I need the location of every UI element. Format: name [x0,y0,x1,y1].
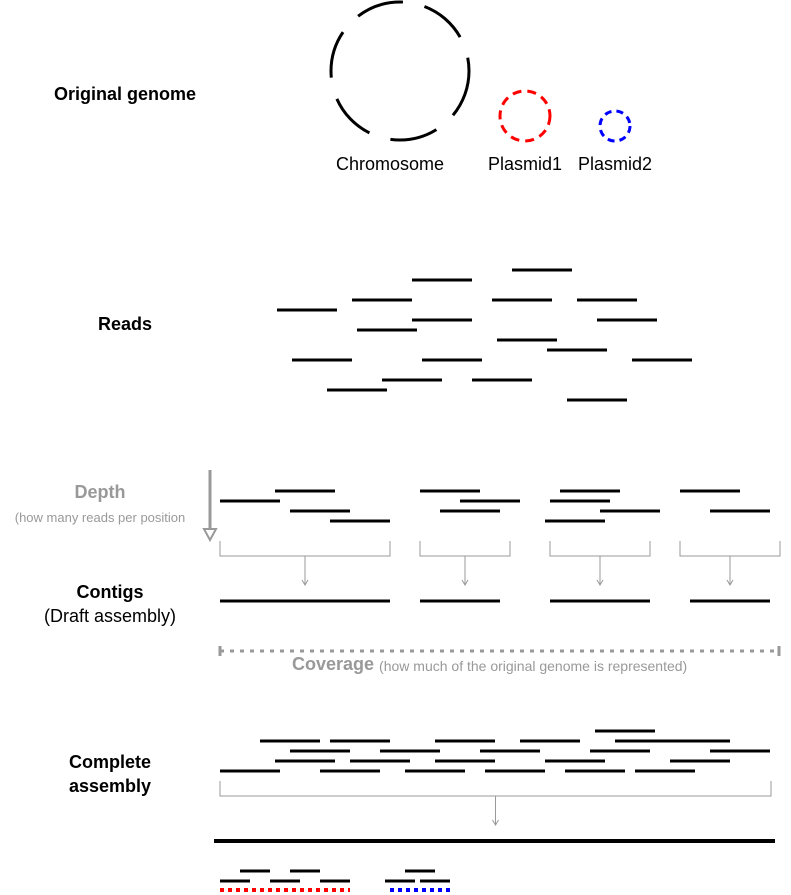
complete-label-line1: Complete [68,752,151,772]
plasmid2-circle [598,109,632,143]
complete-bracket [219,781,772,826]
contig-bracket [219,541,391,586]
reads-group [277,268,692,402]
original-genome-label: Original genome [53,84,197,104]
plasmid1-circle [498,89,552,143]
depth-group [220,489,770,523]
depth-arrow-head [202,528,218,543]
contigs-note: (Draft assembly) [43,606,177,626]
coverage-caption: Coverage (how much of the original genom… [220,654,790,675]
depth-label: Depth [74,482,126,502]
chromosome-circle [329,0,471,142]
coverage-label: Coverage [292,654,375,674]
depth-note: (how many reads per position [14,510,186,525]
contig-bracket [549,541,651,586]
coverage-note: (how much of the original genome is repr… [379,658,688,674]
reads-label: Reads [97,314,153,334]
contig-bracket [419,541,511,586]
plasmid2-label: Plasmid2 [577,154,653,174]
contig-group [219,541,781,603]
contig-bracket [679,541,781,586]
complete-assembly-group [219,729,772,883]
plasmid1-label: Plasmid1 [487,154,563,174]
chromosome-label: Chromosome [335,154,445,174]
complete-label-line2: assembly [68,776,152,796]
contigs-label: Contigs [76,582,144,602]
